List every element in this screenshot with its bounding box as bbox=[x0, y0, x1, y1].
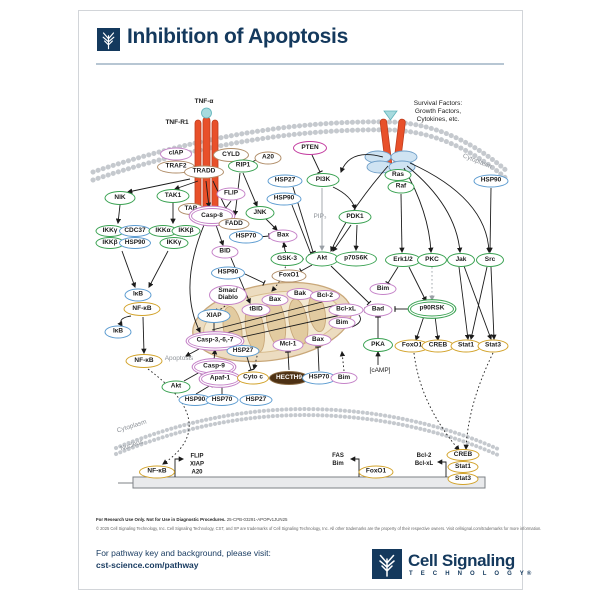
node-TRADD: TRADD bbox=[184, 165, 224, 179]
node-HSP27c: HSP27 bbox=[239, 394, 273, 406]
label-survival-factors-: Survival Factors:Growth Factors,Cytokine… bbox=[413, 99, 463, 124]
node-Bcl2: Bcl-2 bbox=[310, 290, 340, 302]
node-NFkB2: NF-κB bbox=[125, 354, 163, 368]
node-BclxL: Bcl-xL bbox=[328, 303, 364, 317]
node-Cytoc: Cyto c bbox=[237, 371, 269, 385]
node-GSK3: GSK-3 bbox=[270, 252, 304, 266]
node-Casp9: Casp-9 bbox=[194, 360, 234, 374]
node-Bak: Bak bbox=[286, 288, 314, 300]
node-HSP70c: HSP70 bbox=[205, 394, 239, 406]
node-HSP27a: HSP27 bbox=[267, 174, 303, 188]
brand-name: Cell Signaling bbox=[408, 551, 515, 570]
node-PI3K: PI3K bbox=[306, 173, 340, 187]
node-NFkB3: NF-κB bbox=[139, 465, 175, 479]
node-Jak: Jak bbox=[447, 253, 475, 267]
node-NIK: NIK bbox=[104, 191, 136, 205]
node-Src: Src bbox=[476, 253, 504, 267]
node-IkB1: IκB bbox=[124, 288, 152, 302]
node-Casp367: Casp-3,-6,-7 bbox=[188, 333, 242, 349]
research-use-note: For Research Use Only. Not for Use in Di… bbox=[96, 517, 288, 522]
node-CDC37: CDC37 bbox=[119, 225, 151, 237]
node-TAK1: TAK1 bbox=[156, 189, 190, 203]
node-p90RSK: p90RSK bbox=[410, 301, 454, 317]
node-PKC: PKC bbox=[417, 253, 447, 267]
node-PDK1: PDK1 bbox=[338, 210, 372, 224]
page-title: Inhibition of Apoptosis bbox=[127, 25, 348, 48]
node-Ras: Ras bbox=[384, 169, 412, 181]
cst-tree-logo-icon bbox=[97, 28, 120, 51]
node-A20: A20 bbox=[254, 151, 282, 165]
node-Mcl1: Mcl-1 bbox=[272, 338, 304, 352]
node-Raf: Raf bbox=[387, 180, 415, 194]
node-Erk12: Erk1/2 bbox=[385, 253, 421, 267]
node-IKKb2: IKKβ bbox=[171, 225, 201, 237]
copyright-note: © 2025 Cell Signaling Technology, Inc. C… bbox=[96, 526, 542, 531]
node-FoxO1c: FoxO1 bbox=[271, 269, 307, 283]
node-FoxO1g: FoxO1 bbox=[358, 465, 394, 479]
pathway-key-link[interactable]: cst-science.com/pathway bbox=[96, 560, 199, 570]
node-Bax2: Bax bbox=[261, 294, 289, 306]
node-Apaf1: Apaf-1 bbox=[201, 372, 239, 386]
node-Bad: Bad bbox=[363, 303, 393, 317]
node-HSP90a: HSP90 bbox=[266, 192, 302, 206]
node-NFkB1: NF-κB bbox=[123, 302, 161, 316]
node-Bim1: Bim bbox=[328, 317, 356, 329]
label-cytoplasm: Cytoplasm bbox=[116, 418, 148, 435]
node-IkB2: IκB bbox=[104, 325, 132, 339]
label-apoptosis: Apoptosis bbox=[164, 354, 194, 362]
node-HSP27b: HSP27 bbox=[226, 345, 260, 357]
node-Bax3: Bax bbox=[304, 334, 332, 346]
label--camp-: [cAMP] bbox=[369, 366, 391, 374]
node-HSP90c: HSP90 bbox=[211, 266, 245, 280]
brand-subtitle: T E C H N O L O G Y® bbox=[409, 571, 535, 577]
node-PKA: PKA bbox=[363, 338, 393, 352]
label-tnf-: TNF-α bbox=[194, 97, 214, 105]
node-Bax1: Bax bbox=[268, 229, 298, 243]
pathway-key-text: For pathway key and background, please v… bbox=[96, 548, 271, 558]
node-p70S6K: p70S6K bbox=[335, 251, 377, 267]
node-Bim3: Bim bbox=[330, 372, 358, 384]
node-JNK: JNK bbox=[245, 206, 275, 220]
node-BID: BID bbox=[211, 245, 239, 259]
node-FLIP: FLIP bbox=[216, 187, 246, 201]
label-pip-: PIP₃ bbox=[313, 212, 327, 220]
cst-footer-logo-icon bbox=[372, 549, 402, 579]
node-HSP70a: HSP70 bbox=[229, 230, 263, 244]
node-Stat3a: Stat3 bbox=[477, 339, 509, 353]
node-XIAP: XIAP bbox=[197, 309, 231, 323]
node-Stat1g: Stat1 bbox=[447, 461, 479, 473]
node-Bim2: Bim bbox=[369, 283, 397, 295]
node-Akt2: Akt bbox=[161, 380, 191, 394]
node-cIAP: cIAP bbox=[160, 147, 192, 161]
node-Stat3g: Stat3 bbox=[447, 473, 479, 485]
header-divider bbox=[96, 63, 504, 65]
node-RIP1: RIP1 bbox=[228, 159, 258, 173]
node-HSP90e: HSP90 bbox=[473, 174, 509, 188]
node-HSP90b: HSP90 bbox=[119, 237, 151, 249]
node-CREBg: CREB bbox=[446, 449, 480, 461]
node-tBID: tBID bbox=[241, 303, 271, 317]
node-Akt: Akt bbox=[305, 251, 339, 267]
node-PTEN: PTEN bbox=[293, 141, 327, 155]
node-FADD: FADD bbox=[218, 218, 250, 230]
label-cytoplasm: Cytoplasm bbox=[461, 152, 493, 171]
label-nucleus: Nucleus bbox=[119, 438, 145, 453]
node-Smac: Smac/Diablo bbox=[209, 285, 247, 305]
node-IKKg2: IKKγ bbox=[159, 237, 189, 249]
label-tnf-r1: TNF-R1 bbox=[165, 118, 189, 126]
